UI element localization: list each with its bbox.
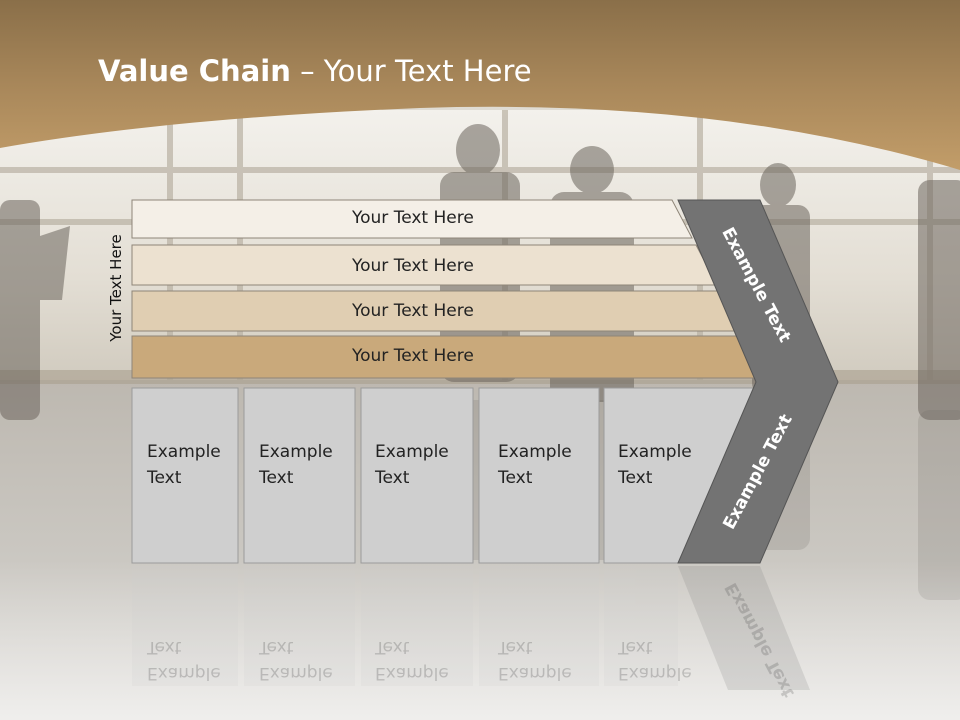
activity-box <box>360 387 474 564</box>
row-label-1: Your Text Here <box>352 208 474 228</box>
box-2-line2: Text <box>259 468 294 488</box>
box-4-line1: Example <box>498 442 572 462</box>
box-reflections <box>132 566 678 686</box>
row-label-4: Your Text Here <box>352 346 474 366</box>
box-1-line1: Example <box>147 442 221 462</box>
activity-box <box>478 387 600 564</box>
activity-box <box>243 387 356 564</box>
slide-title: Value Chain – Your Text Here <box>98 54 532 88</box>
row-stack <box>131 199 765 379</box>
box-1-line2: Text <box>147 468 182 488</box>
header-band <box>0 0 960 170</box>
row-bar <box>131 199 693 239</box>
box-5-line2: Text <box>618 468 653 488</box>
box-3-line1: Example <box>375 442 449 462</box>
chevron-arrow <box>677 199 839 564</box>
activity-box <box>131 387 239 564</box>
bottom-fade <box>0 560 960 720</box>
box-group <box>131 387 765 564</box>
title-rest: – Your Text Here <box>290 54 532 88</box>
title-bold: Value Chain <box>98 54 291 88</box>
row-label-3: Your Text Here <box>352 301 474 321</box>
chevron-reflection <box>678 566 810 690</box>
row-label-2: Your Text Here <box>352 256 474 276</box>
box-2-line1: Example <box>259 442 333 462</box>
vertical-label: Your Text Here <box>107 234 125 342</box>
box-4-line2: Text <box>498 468 533 488</box>
box-3-line2: Text <box>375 468 410 488</box>
box-5-line1: Example <box>618 442 692 462</box>
